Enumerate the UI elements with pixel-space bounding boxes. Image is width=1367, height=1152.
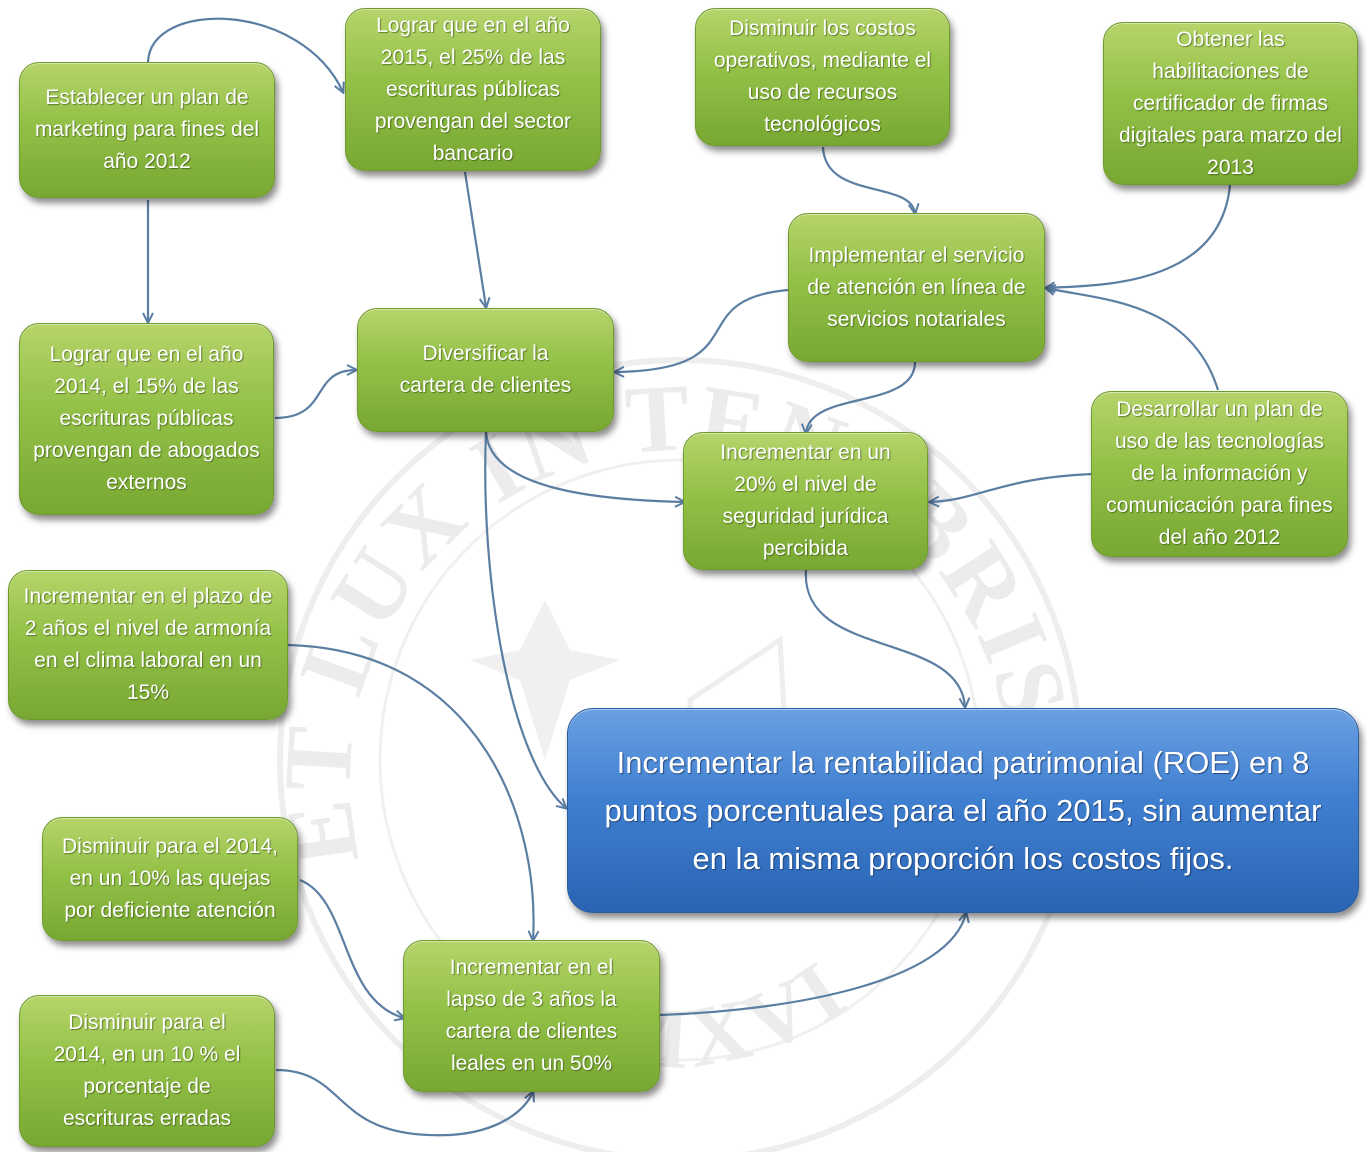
- arrow-lawyers-to-diversify: [274, 370, 356, 420]
- node-online-service: Implementar el servicio de atención en l…: [788, 213, 1045, 362]
- node-digital-signature: Obtener las habilitaciones de certificad…: [1103, 22, 1358, 185]
- node-errors: Disminuir para el 2014, en un 10 % el po…: [19, 995, 275, 1147]
- node-lawyers-2014: Lograr que en el año 2014, el 15% de las…: [19, 323, 274, 515]
- node-banking-2015: Lograr que en el año 2015, el 25% de las…: [345, 8, 601, 171]
- arrow-banking-to-diversify: [463, 171, 486, 307]
- arrow-ict-to-online: [1046, 288, 1220, 391]
- node-security: Incrementar en un 20% el nivel de seguri…: [683, 432, 928, 570]
- node-climate: Incrementar en el plazo de 2 años el niv…: [8, 570, 288, 720]
- arrow-security-to-roe: [804, 569, 965, 707]
- arrow-errors-to-loyal: [275, 1068, 533, 1137]
- node-reduce-costs: Disminuir los costos operativos, mediant…: [695, 8, 950, 146]
- node-complaints: Disminuir para el 2014, en un 10% las qu…: [42, 817, 298, 941]
- arrow-ict-to-security: [930, 472, 1093, 502]
- node-diversify: Diversificar la cartera de clientes: [357, 308, 614, 432]
- arrow-online-to-diversify: [615, 288, 789, 372]
- node-loyal-clients: Incrementar en el lapso de 3 años la car…: [403, 940, 660, 1092]
- arrow-loyal-to-roe: [659, 913, 966, 1017]
- arrow-diversify-to-security: [484, 431, 684, 502]
- arrow-marketing-to-banking: [146, 17, 343, 92]
- arrow-climate-to-loyal: [287, 643, 534, 940]
- arrow-signature-to-online: [1046, 184, 1232, 288]
- arrow-costs-to-online: [821, 146, 915, 213]
- node-marketing-plan: Establecer un plan de marketing para fin…: [19, 62, 275, 198]
- node-roe-objective: Incrementar la rentabilidad patrimonial …: [567, 708, 1359, 913]
- node-ict-plan: Desarrollar un plan de uso de las tecnol…: [1091, 391, 1348, 557]
- arrow-diversify-to-roe: [484, 431, 566, 808]
- arrow-online-to-security: [806, 361, 917, 433]
- arrow-complaints-to-loyal: [299, 878, 404, 1018]
